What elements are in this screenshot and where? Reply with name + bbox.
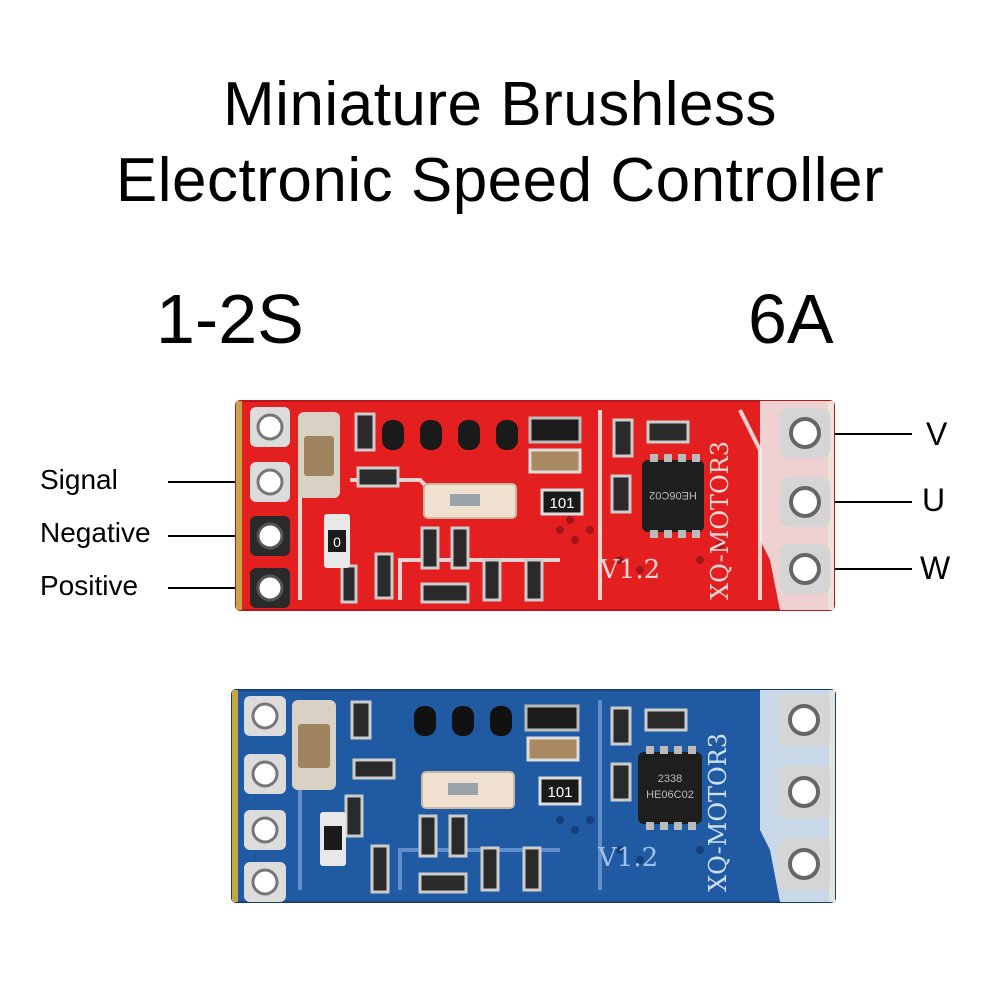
red-small-resistor-code: 0 bbox=[333, 534, 341, 550]
blue-chip-code: HE06C02 bbox=[646, 789, 694, 801]
red-chip-code: HE06C02 bbox=[649, 489, 697, 501]
phase-w-label: W bbox=[920, 550, 951, 586]
phase-v-label: V bbox=[926, 416, 948, 452]
signal-label: Signal bbox=[40, 464, 118, 495]
red-resistor-code: 101 bbox=[549, 495, 574, 512]
blue-edge-text: XQ-MOTOR3 bbox=[704, 733, 732, 892]
blue-motor-pads bbox=[778, 694, 830, 890]
title-line-2: Electronic Speed Controller bbox=[115, 146, 885, 215]
positive-label: Positive bbox=[40, 570, 139, 601]
blue-resistor-code: 101 bbox=[547, 784, 572, 801]
blue-esc-board: 101 2338 HE06C02 V1.2 XQ-MOTOR3 bbox=[231, 689, 836, 903]
blue-input-pads bbox=[244, 696, 286, 902]
phase-u-label: U bbox=[922, 482, 946, 518]
red-motor-pads bbox=[780, 408, 830, 594]
red-smd-parts bbox=[340, 412, 690, 604]
negative-label: Negative bbox=[40, 517, 151, 548]
blue-smd-parts bbox=[344, 700, 688, 894]
title-line-1: Miniature Brushless bbox=[223, 70, 777, 139]
red-version-mark: V1.2 bbox=[599, 555, 660, 585]
red-esc-board: 101 0 HE06C02 V1.2 XQ-MOTOR3 bbox=[235, 400, 835, 611]
blue-version-mark: V1.2 bbox=[597, 843, 658, 873]
red-edge-text: XQ-MOTOR3 bbox=[706, 441, 734, 600]
blue-chip-date: 2338 bbox=[658, 773, 682, 785]
current-spec: 6A bbox=[748, 280, 834, 358]
voltage-spec: 1-2S bbox=[156, 280, 304, 358]
red-input-pads bbox=[250, 407, 290, 608]
